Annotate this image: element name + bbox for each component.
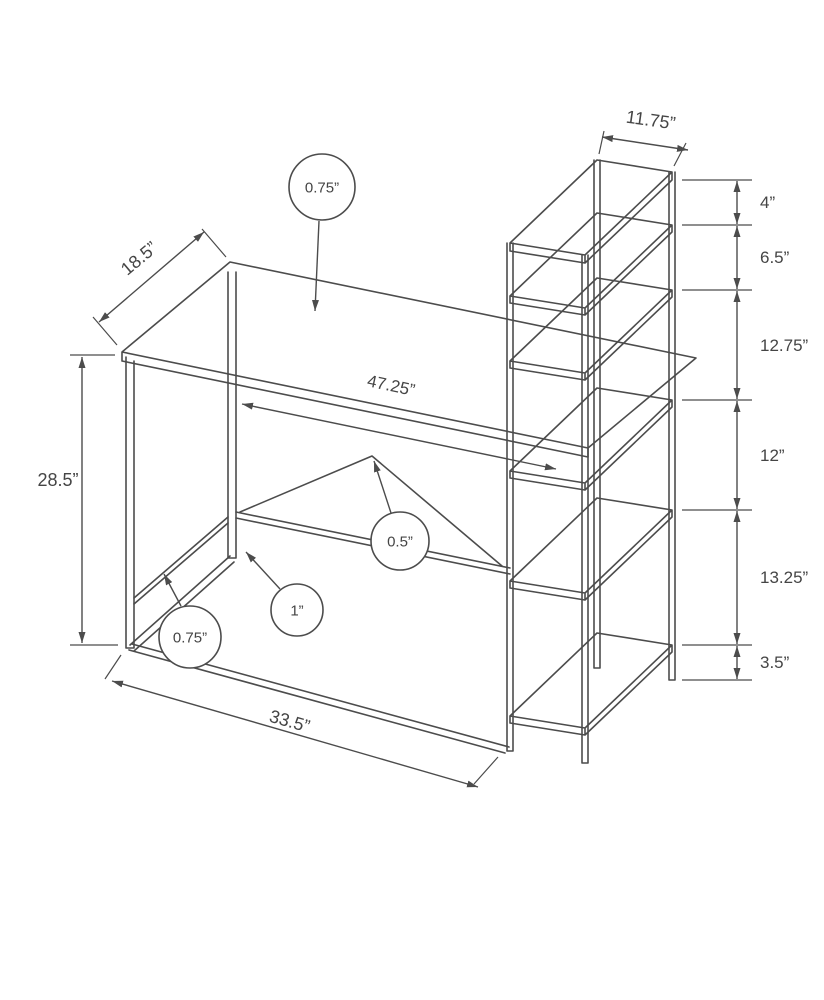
dim-line-base-length [111,680,479,788]
dim-line-desk-depth [98,231,205,323]
tower-shelves [509,212,673,736]
label-desk-length: 47.25” [366,371,417,400]
label-brace-thickness: 0.5” [387,534,413,551]
dimension-lines [70,130,752,788]
shelf-tower-outline [506,159,676,764]
label-gap-top: 4” [760,193,775,212]
dimension-labels: 0.75” 0.5” 1” 0.75” 18.5” 11.75” 47.25” … [37,107,808,737]
label-shelf-width: 11.75” [625,107,677,134]
label-stretcher-thickness: 0.75” [173,630,207,647]
balloon-brace [370,511,430,571]
extension-lines-left [70,354,118,646]
tower-posts [506,159,676,764]
extension-lines-depth [92,228,227,346]
label-desk-top-thickness: 0.75” [305,180,339,197]
label-gap-bottom: 3.5” [760,653,790,672]
desk-legs [125,271,237,649]
extension-lines-base [104,654,499,785]
label-gap-4: 13.25” [760,568,809,587]
leader-stretcher [163,573,182,607]
dim-line-shelf-width [601,135,689,152]
balloon-leg [270,583,324,637]
desk-outline [121,261,697,754]
balloon-top-thickness [288,153,356,221]
tower-top-frame [509,159,673,264]
balloon-callouts [158,153,430,669]
label-gap-2: 12.75” [760,336,809,355]
label-gap-3: 12” [760,446,785,465]
extension-lines-right [682,179,752,681]
label-desk-height: 28.5” [37,470,78,490]
extension-lines-shelf-width [598,130,687,167]
leader-top-thickness [311,220,320,312]
label-leg-width: 1” [290,603,303,620]
desk-v-brace [239,455,503,567]
dim-line-desk-length [241,402,557,471]
label-desk-depth: 18.5” [117,238,161,280]
balloon-stretcher [158,605,222,669]
leader-leg [245,551,281,590]
label-gap-1: 6.5” [760,248,790,267]
leader-brace [373,460,392,514]
